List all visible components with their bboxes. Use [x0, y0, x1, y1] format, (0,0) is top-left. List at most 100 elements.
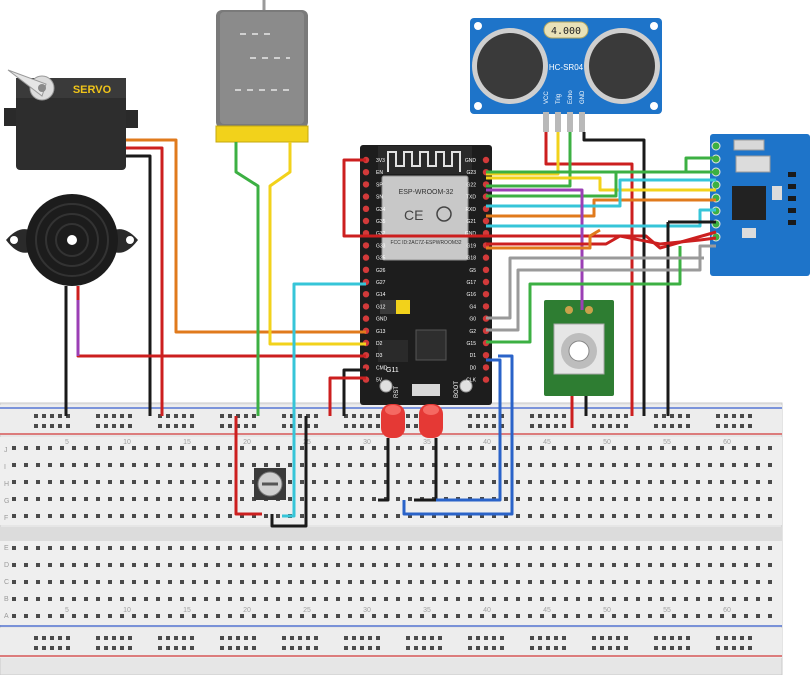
breadboard-hole: [552, 546, 556, 550]
rail-hole: [546, 414, 550, 418]
rail-hole: [740, 646, 744, 650]
breadboard-hole: [660, 597, 664, 601]
breadboard-hole: [96, 597, 100, 601]
ultrasonic-model-label: HC-SR04: [549, 63, 584, 72]
rail-hole: [104, 414, 108, 418]
row-letter: E: [4, 545, 9, 552]
breadboard-hole: [456, 614, 460, 618]
green-sensor-board: [544, 300, 614, 396]
breadboard-hole: [132, 546, 136, 550]
breadboard-hole: [432, 514, 436, 518]
breadboard-hole: [576, 546, 580, 550]
breadboard-hole: [264, 514, 268, 518]
breadboard-hole: [360, 463, 364, 467]
breadboard-hole: [228, 546, 232, 550]
breadboard-hole: [132, 514, 136, 518]
breadboard-hole: [252, 546, 256, 550]
breadboard-hole: [600, 546, 604, 550]
breadboard-hole: [120, 563, 124, 567]
wire-gray: [486, 244, 716, 332]
breadboard-hole: [204, 597, 208, 601]
breadboard-hole: [144, 463, 148, 467]
breadboard-hole: [720, 514, 724, 518]
rail-hole: [128, 636, 132, 640]
breadboard-hole: [492, 614, 496, 618]
esp32-right-pin-label: G19: [467, 243, 477, 249]
breadboard-hole: [564, 580, 568, 584]
ultrasonic-pin-label: Echo: [568, 90, 574, 104]
rail-hole: [104, 424, 108, 428]
rail-hole: [654, 424, 658, 428]
breadboard-hole: [372, 514, 376, 518]
breadboard-hole: [552, 463, 556, 467]
breadboard-hole: [180, 597, 184, 601]
breadboard-hole: [108, 563, 112, 567]
esp32-left-pin: [362, 291, 370, 298]
breadboard-hole: [648, 480, 652, 484]
breadboard-hole: [732, 563, 736, 567]
column-number: 30: [363, 607, 371, 614]
breadboard-hole: [312, 463, 316, 467]
breadboard-hole: [204, 480, 208, 484]
rail-hole: [58, 636, 62, 640]
breadboard-hole: [408, 546, 412, 550]
breadboard-hole: [144, 497, 148, 501]
rail-hole: [716, 424, 720, 428]
rail-hole: [190, 414, 194, 418]
breadboard-hole: [372, 463, 376, 467]
rail-hole: [716, 646, 720, 650]
breadboard-hole: [132, 446, 136, 450]
breadboard-hole: [612, 446, 616, 450]
breadboard-hole: [348, 514, 352, 518]
breadboard-hole: [192, 514, 196, 518]
rail-hole: [182, 424, 186, 428]
breadboard-hole: [180, 480, 184, 484]
esp32-right-pin-label: G15: [467, 341, 477, 347]
rail-hole: [58, 414, 62, 418]
esp32-right-pin: [482, 352, 490, 359]
rail-hole: [468, 646, 472, 650]
row-letter: H: [4, 481, 9, 488]
breadboard-hole: [528, 563, 532, 567]
esp32-left-pin-label: G27: [376, 280, 386, 286]
breadboard-hole: [552, 614, 556, 618]
breadboard-hole: [588, 580, 592, 584]
esp32-left-pin-label: G32: [376, 231, 386, 237]
breadboard-hole: [96, 514, 100, 518]
boot-button[interactable]: [459, 379, 473, 393]
breadboard-hole: [228, 463, 232, 467]
column-number: 50: [603, 607, 611, 614]
breadboard-hole: [384, 446, 388, 450]
breadboard-hole: [540, 463, 544, 467]
rst-button[interactable]: [379, 379, 393, 393]
wire-black: [342, 368, 366, 416]
esp32-module-label: ESP-WROOM-32: [399, 189, 454, 196]
breadboard-hole: [432, 480, 436, 484]
esp32-left-pin-label: G12: [376, 304, 386, 310]
breadboard-hole: [60, 563, 64, 567]
rail-hole: [352, 414, 356, 418]
breadboard-hole: [216, 597, 220, 601]
breadboard-hole: [156, 446, 160, 450]
rail-hole: [344, 424, 348, 428]
rail-hole: [662, 424, 666, 428]
breadboard-hole: [468, 563, 472, 567]
esp32-right-pin-label: G23: [467, 170, 477, 176]
rail-hole: [600, 636, 604, 640]
breadboard-hole: [672, 546, 676, 550]
breadboard-hole: [72, 463, 76, 467]
breadboard-hole: [744, 614, 748, 618]
breadboard-hole: [504, 546, 508, 550]
rail-hole: [406, 636, 410, 640]
rail-hole: [468, 636, 472, 640]
breadboard-hole: [336, 597, 340, 601]
breadboard-hole: [216, 580, 220, 584]
breadboard-hole: [468, 480, 472, 484]
breadboard-hole: [660, 580, 664, 584]
esp32-cert-label: FCC ID:2AC7Z-ESPWROOM32: [390, 240, 461, 246]
breadboard-hole: [336, 614, 340, 618]
breadboard-hole: [624, 563, 628, 567]
bottom-rail-holes: [34, 636, 752, 650]
breadboard-hole: [624, 546, 628, 550]
breadboard-hole: [444, 514, 448, 518]
